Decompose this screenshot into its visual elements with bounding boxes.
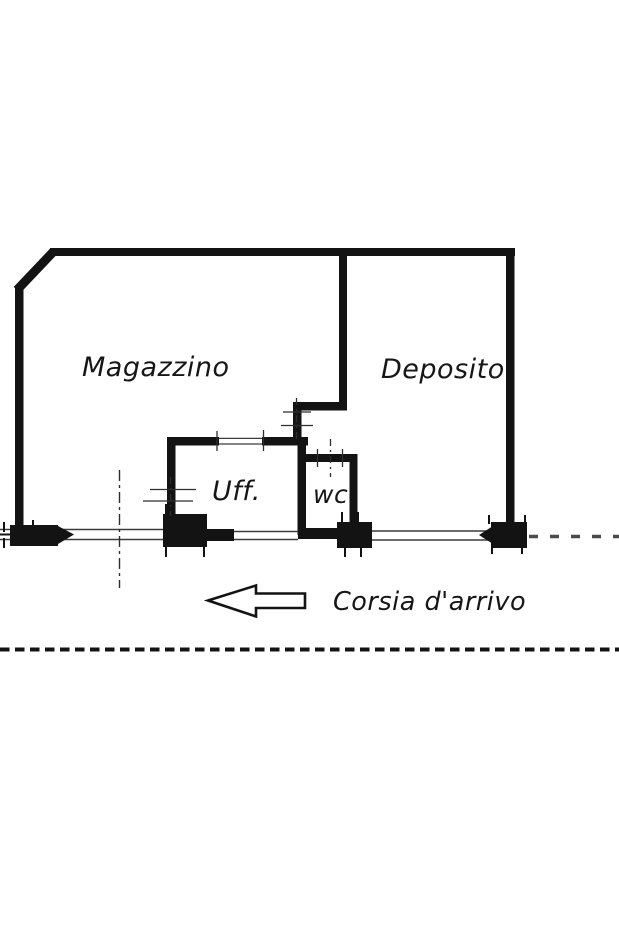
room-label-deposito: Deposito (381, 354, 505, 385)
deposito-divider-wall (339, 252, 347, 410)
room-labels: Magazzino Deposito Uff. wc Corsia d'arri… (82, 352, 526, 617)
left-wall (15, 286, 24, 531)
wc-bottom-wall (298, 528, 340, 539)
room-label-magazzino: Magazzino (82, 352, 230, 383)
jog-horizontal-wall (293, 402, 347, 411)
wc-corner-pier (337, 522, 372, 548)
right-wall (506, 250, 515, 526)
wc-top-wall (306, 454, 358, 462)
office-wc-divider-wall (297, 437, 306, 535)
bottom-wall-piers (10, 514, 527, 548)
corner-pier-left (10, 525, 58, 546)
office-top-wall-right (262, 437, 308, 446)
arrival-lane-label: Corsia d'arrivo (333, 587, 526, 617)
arrival-arrow-icon (203, 583, 307, 619)
chamfer-wall (13, 247, 58, 294)
corner-pier-right (491, 522, 527, 548)
wc-right-wall (349, 454, 358, 532)
office-top-wall-left (167, 437, 219, 446)
jog-vertical-wall (293, 402, 302, 442)
outer-walls (13, 247, 515, 531)
office-wall-opening (219, 437, 262, 445)
office-left-wall (167, 437, 176, 532)
bottom-wall-opening-lines (0, 528, 492, 541)
bottom-wall (0, 504, 619, 557)
dimension-marks (143, 398, 344, 516)
interior-walls (167, 252, 358, 535)
room-label-wc: wc (313, 480, 348, 509)
pier-hatch-ticks (0, 504, 526, 557)
top-wall (50, 248, 515, 256)
room-label-ufficio: Uff. (212, 476, 261, 507)
office-wall-pier-bar (206, 529, 234, 541)
corner-pier-left-taper (58, 526, 74, 544)
corner-pier-right-taper (479, 526, 493, 544)
office-wall-pier (163, 514, 207, 547)
